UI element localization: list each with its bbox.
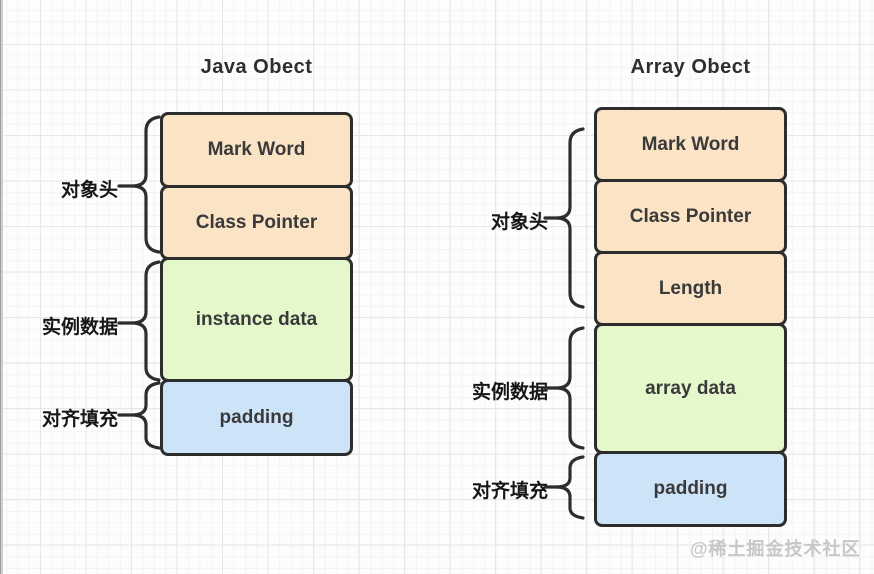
java-alignment-padding-brace — [117, 381, 161, 450]
array-padding-block: padding — [594, 451, 787, 527]
java-object-title: Java Obect — [200, 56, 313, 78]
java-object-header-label: 对象头 — [60, 180, 118, 201]
array-object-title: Array Obect — [630, 56, 751, 78]
array-class-pointer-block: Class Pointer — [594, 179, 787, 254]
java-instance-data-brace — [117, 260, 161, 382]
java-instance-data-label: 实例数据 — [41, 317, 118, 338]
array-instance-data-brace — [543, 326, 585, 450]
array-alignment-padding-brace — [543, 455, 585, 520]
juejin-watermark: @稀土掘金技术社区 — [690, 539, 861, 559]
array-alignment-padding-label: 对齐填充 — [471, 481, 548, 502]
array-instance-data-label: 实例数据 — [471, 382, 548, 403]
java-alignment-padding-label: 对齐填充 — [41, 409, 118, 430]
java-mark-word-block: Mark Word — [160, 112, 353, 188]
array-object-header-label: 对象头 — [490, 212, 548, 233]
page-left-edge-divider — [0, 0, 4, 574]
java-class-pointer-block: Class Pointer — [160, 185, 353, 260]
java-padding-block: padding — [160, 379, 353, 456]
java-instance-data-block: instance data — [160, 257, 353, 382]
array-length-block: Length — [594, 251, 787, 326]
array-object-header-brace — [543, 127, 585, 309]
array-data-block: array data — [594, 323, 787, 454]
java-object-header-brace — [117, 115, 161, 254]
